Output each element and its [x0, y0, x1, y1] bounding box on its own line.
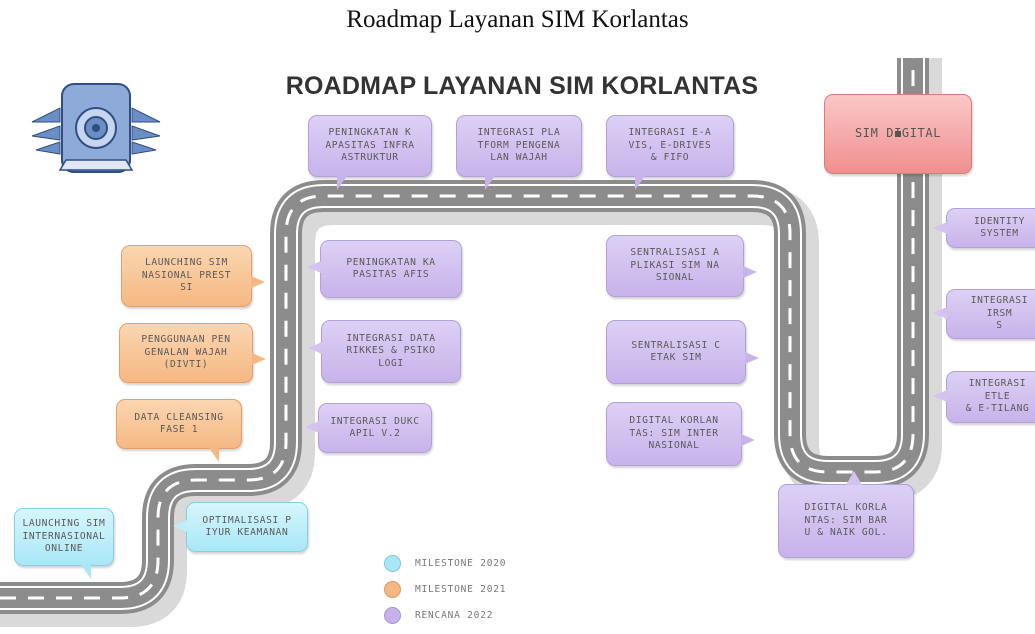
figure-caption: Roadmap Layanan SIM Korlantas: [346, 6, 689, 33]
legend-swatch: [384, 581, 401, 598]
legend-item: MILESTONE 2021: [384, 581, 506, 598]
legend-label: RENCANA 2022: [415, 610, 494, 621]
legend-label: MILESTONE 2021: [415, 584, 507, 595]
road-center-dashes: [0, 58, 915, 600]
poster-title: ROADMAP LAYANAN SIM KORLANTAS: [285, 72, 759, 100]
plan-integrasi-dukcapil: INTEGRASI DUKC APIL V.2: [305, 403, 432, 453]
sim-digital-box: SIM DIGITAL: [824, 94, 972, 174]
plan-integrasi-iiisms: INTEGRASI IRSM S: [933, 289, 1035, 339]
plan-sentralisasi-cetak: SENTRALISASI C ETAK SIM: [606, 320, 759, 384]
plan-identity-system: IDENTITY SYSTEM: [933, 208, 1035, 248]
milestone-launching-sim-nasional: LAUNCHING SIM NASIONAL PREST SI: [121, 245, 265, 307]
roadmap-poster: ROADMAP LAYANAN SIM KORLANTAS LAUNCHING …: [0, 58, 1035, 634]
milestone-data-cleansing: DATA CLEANSING FASE 1: [116, 399, 242, 462]
legend-item: RENCANA 2022: [384, 607, 493, 624]
milestone-penggunaan-pengenalan-wajah: PENGGUNAAN PEN GENALAN WAJAH (DIVTI): [119, 323, 266, 383]
plan-integrasi-evis: INTEGRASI E-A VIS, E-DRIVES & FIFO: [606, 115, 734, 190]
plan-digital-korlantas-sim-baru: DIGITAL KORLA NTAS: SIM BAR U & NAIK GOL…: [778, 471, 914, 558]
legend-item: MILESTONE 2020: [384, 555, 506, 572]
plan-integrasi-etle: INTEGRASI ETLE & E-TILANG: [933, 371, 1035, 423]
road-graphic: [0, 58, 942, 627]
korlantas-emblem-icon: [31, 83, 161, 173]
legend-label: MILESTONE 2020: [415, 558, 507, 569]
plan-sentralisasi-aplikasi: SENTRALISASI A PLIKASI SIM NA SIONAL: [606, 235, 757, 297]
milestone-optimalisasi: OPTIMALISASI P IYUR KEAMANAN: [173, 502, 308, 552]
plan-peningkatan-afis: PENINGKATAN KA PASITAS AFIS: [307, 240, 462, 298]
legend-swatch: [384, 607, 401, 624]
plan-digital-korlantas-internasional: DIGITAL KORLAN TAS: SIM INTER NASIONAL: [606, 402, 755, 466]
legend-swatch: [384, 555, 401, 572]
plan-integrasi-rikkes: INTEGRASI DATA RIKKES & PSIKO LOGI: [308, 320, 461, 383]
plan-integrasi-platform: INTEGRASI PLA TFORM PENGENA LAN WAJAH: [456, 115, 582, 190]
milestone-launching-sim-internasional: LAUNCHING SIM INTERNASIONAL ONLINE: [14, 508, 114, 579]
plan-peningkatan-infrastruktur: PENINGKATAN K APASITAS INFRA ASTRUKTUR: [308, 115, 432, 190]
